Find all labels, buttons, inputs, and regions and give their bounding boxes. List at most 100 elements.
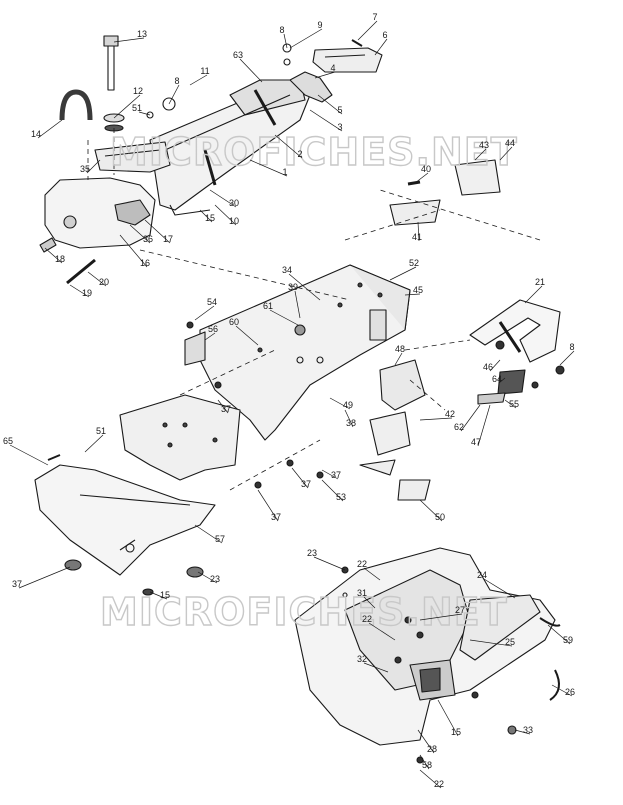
callout-label-37: 37 (12, 579, 22, 589)
callout-label-57: 57 (215, 534, 225, 544)
callout-label-52: 52 (409, 258, 419, 268)
callout-label-22: 22 (362, 614, 372, 624)
callout-label-27: 27 (455, 605, 465, 615)
tail-light-bracket (289, 71, 333, 103)
callout-leader-54 (321, 479, 344, 502)
callout-leader-48 (460, 404, 481, 432)
callout-label-16: 16 (140, 258, 150, 268)
callout-label-10: 10 (229, 216, 239, 226)
callout-label-55: 55 (509, 399, 519, 409)
callout-leader-71 (514, 729, 531, 735)
callout-leader-25 (69, 284, 90, 298)
callout-leader-30 (389, 266, 417, 281)
callout-leader-63 (483, 578, 516, 599)
callout-leader-72 (437, 699, 459, 737)
callout-label-34: 34 (282, 265, 292, 275)
callout-label-47: 47 (471, 437, 481, 447)
callout-label-31: 31 (357, 588, 367, 598)
callout-leader-40 (489, 359, 501, 372)
callout-label-64: 64 (492, 374, 502, 384)
callout-leaders (9, 20, 575, 789)
callout-label-8: 8 (569, 342, 574, 352)
callout-leader-34 (294, 290, 301, 319)
tail-light-lens (312, 39, 383, 73)
callout-label-12: 12 (133, 86, 143, 96)
callout-leader-56 (419, 499, 443, 522)
callout-label-1: 1 (282, 167, 287, 177)
callout-label-37: 37 (301, 479, 311, 489)
callout-leader-11 (189, 74, 208, 86)
callout-leader-32 (288, 273, 321, 301)
callout-label-13: 13 (137, 29, 147, 39)
callout-label-46: 46 (483, 362, 493, 372)
callout-label-48: 48 (395, 344, 405, 354)
callout-label-9: 9 (317, 20, 322, 30)
callout-leader-13 (138, 111, 151, 116)
callout-leader-60 (149, 591, 168, 600)
front-bulkhead-drawing (119, 394, 241, 481)
callout-leader-75 (419, 769, 442, 789)
callout-leader-9 (113, 94, 141, 119)
callout-label-41: 41 (412, 232, 422, 242)
callout-label-60: 60 (229, 317, 239, 327)
callout-leader-10 (168, 84, 180, 105)
callout-leader-62 (363, 567, 381, 581)
callout-label-53: 53 (336, 492, 346, 502)
callout-label-26: 26 (565, 687, 575, 697)
callout-leader-33 (524, 285, 543, 304)
callout-label-15: 15 (451, 727, 461, 737)
callout-label-3: 3 (337, 122, 342, 132)
callout-leader-57 (194, 524, 223, 544)
breather-hose (59, 89, 93, 121)
callout-label-35: 35 (80, 164, 90, 174)
callout-leader-38 (204, 332, 216, 341)
callout-leader-27 (474, 148, 487, 161)
callout-leader-70 (551, 684, 573, 697)
callout-leader-18 (199, 209, 213, 223)
callout-leader-0 (113, 37, 145, 43)
callout-leader-66 (368, 622, 396, 641)
callout-label-23: 23 (307, 548, 317, 558)
callout-leader-17 (209, 189, 237, 208)
callout-label-22: 22 (434, 779, 444, 789)
callout-label-22: 22 (357, 559, 367, 569)
callout-leader-31 (404, 293, 421, 296)
mount-bracket (359, 359, 431, 501)
belly-pan-drawing (34, 464, 216, 576)
callout-leader-47 (504, 399, 517, 409)
rear-bumper (469, 299, 561, 363)
callout-label-58: 58 (422, 760, 432, 770)
callout-label-43: 43 (479, 140, 489, 150)
callout-label-61: 61 (263, 301, 273, 311)
callout-leader-24 (87, 271, 107, 287)
callout-leader-16 (86, 159, 101, 174)
fuel-tank-drawing (44, 177, 156, 249)
callout-leader-8 (309, 109, 343, 132)
callout-leader-20 (129, 224, 151, 244)
callout-label-8: 8 (174, 76, 179, 86)
hood-hardware (341, 566, 561, 764)
callout-label-38: 38 (346, 418, 356, 428)
callout-leader-21 (144, 219, 171, 244)
callout-label-44: 44 (505, 138, 515, 148)
callout-label-8: 8 (279, 25, 284, 35)
callout-label-51: 51 (132, 103, 142, 113)
callout-leader-26 (414, 172, 429, 184)
callout-label-19: 19 (82, 288, 92, 298)
callout-leader-4 (374, 38, 388, 56)
callout-leader-2 (283, 33, 288, 49)
callout-leader-67 (469, 639, 513, 647)
callout-leader-14 (274, 134, 303, 159)
callout-label-65: 65 (3, 436, 13, 446)
callout-leader-61 (313, 556, 346, 571)
watermark-upper: MICROFICHES.NET (110, 130, 518, 174)
callout-leader-55 (257, 489, 279, 522)
fuel-fittings (39, 43, 292, 285)
callout-label-15: 15 (205, 213, 215, 223)
callout-label-17: 17 (163, 234, 173, 244)
callout-leader-65 (419, 613, 463, 621)
tunnel-drawing (199, 264, 411, 441)
callout-leader-1 (289, 28, 323, 49)
